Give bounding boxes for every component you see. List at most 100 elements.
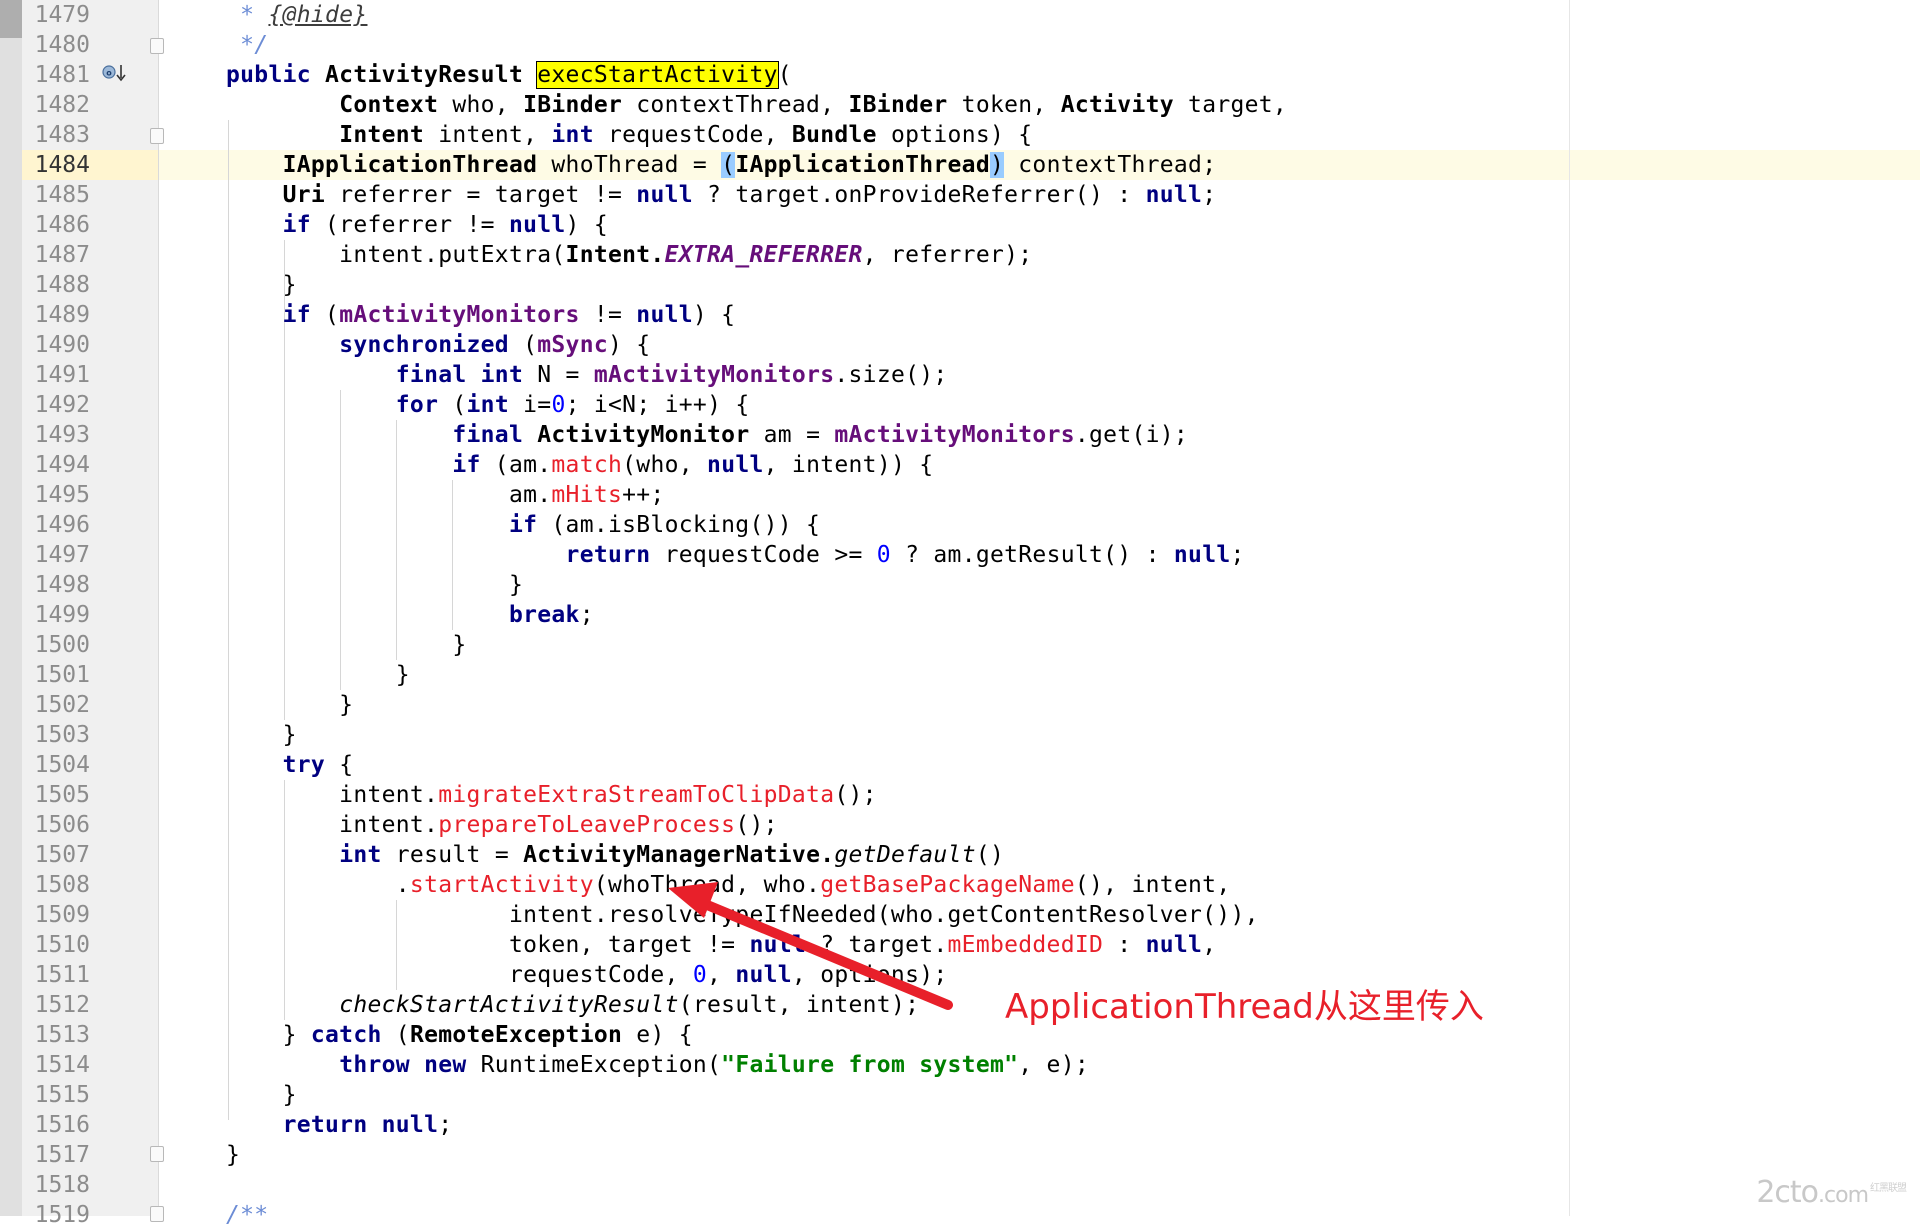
fold-marker-1517[interactable] <box>150 1146 164 1162</box>
code-line[interactable]: } <box>226 570 1287 600</box>
line-number[interactable]: 1486 <box>34 212 90 238</box>
fold-marker-1480[interactable] <box>150 38 164 54</box>
code-line[interactable] <box>226 1170 1287 1200</box>
code-line[interactable]: break; <box>226 600 1287 630</box>
line-number[interactable]: 1494 <box>34 452 90 478</box>
code-line[interactable]: try { <box>226 750 1287 780</box>
fold-marker-1483[interactable] <box>150 128 164 144</box>
fold-marker-1519[interactable] <box>150 1206 164 1222</box>
code-line[interactable]: am.mHits++; <box>226 480 1287 510</box>
code-token: if <box>452 452 481 478</box>
line-number[interactable]: 1503 <box>34 722 90 748</box>
code-token <box>226 362 396 388</box>
line-number[interactable]: 1482 <box>34 92 90 118</box>
code-line[interactable]: IApplicationThread whoThread = (IApplica… <box>226 150 1287 180</box>
code-line[interactable]: Intent intent, int requestCode, Bundle o… <box>226 120 1287 150</box>
code-line[interactable]: Uri referrer = target != null ? target.o… <box>226 180 1287 210</box>
code-token: throw new <box>339 1052 467 1078</box>
code-line[interactable]: } <box>226 1080 1287 1110</box>
code-line[interactable]: Context who, IBinder contextThread, IBin… <box>226 90 1287 120</box>
line-number[interactable]: 1516 <box>34 1112 90 1138</box>
code-line[interactable]: return requestCode >= 0 ? am.getResult()… <box>226 540 1287 570</box>
line-number[interactable]: 1493 <box>34 422 90 448</box>
code-line[interactable]: return null; <box>226 1110 1287 1140</box>
line-number[interactable]: 1505 <box>34 782 90 808</box>
code-token: null <box>636 302 693 328</box>
code-line[interactable]: for (int i=0; i<N; i++) { <box>226 390 1287 420</box>
line-number[interactable]: 1481 <box>34 62 90 88</box>
line-number[interactable]: 1504 <box>34 752 90 778</box>
code-line[interactable]: */ <box>226 30 1287 60</box>
line-number[interactable]: 1479 <box>34 2 90 28</box>
code-line[interactable]: intent.putExtra(Intent.EXTRA_REFERRER, r… <box>226 240 1287 270</box>
line-number[interactable]: 1484 <box>34 152 90 178</box>
code-line[interactable]: } catch (RemoteException e) { <box>226 1020 1287 1050</box>
code-line[interactable]: } <box>226 630 1287 660</box>
code-line[interactable]: intent.prepareToLeaveProcess(); <box>226 810 1287 840</box>
code-token: token, <box>947 92 1061 118</box>
code-line[interactable]: final ActivityMonitor am = mActivityMoni… <box>226 420 1287 450</box>
code-line[interactable]: } <box>226 720 1287 750</box>
line-number[interactable]: 1508 <box>34 872 90 898</box>
override-method-icon[interactable]: o <box>101 63 127 85</box>
tool-strip-tab[interactable] <box>0 0 22 38</box>
code-line[interactable]: intent.migrateExtraStreamToClipData(); <box>226 780 1287 810</box>
code-line[interactable]: } <box>226 270 1287 300</box>
code-token: , intent)) { <box>763 452 934 478</box>
line-number[interactable]: 1507 <box>34 842 90 868</box>
code-token: Intent <box>339 122 425 148</box>
code-line[interactable]: if (mActivityMonitors != null) { <box>226 300 1287 330</box>
code-line[interactable]: int result = ActivityManagerNative.getDe… <box>226 840 1287 870</box>
code-token: } <box>226 1082 297 1108</box>
line-number[interactable]: 1499 <box>34 602 90 628</box>
line-number[interactable]: 1495 <box>34 482 90 508</box>
line-number[interactable]: 1515 <box>34 1082 90 1108</box>
line-number[interactable]: 1485 <box>34 182 90 208</box>
code-line[interactable]: /** <box>226 1200 1287 1230</box>
code-line[interactable]: if (referrer != null) { <box>226 210 1287 240</box>
line-number[interactable]: 1491 <box>34 362 90 388</box>
line-number[interactable]: 1511 <box>34 962 90 988</box>
line-number[interactable]: 1506 <box>34 812 90 838</box>
line-number[interactable]: 1498 <box>34 572 90 598</box>
annotation-label: ApplicationThread从这里传入 <box>1005 987 1484 1027</box>
line-number[interactable]: 1514 <box>34 1052 90 1078</box>
code-area[interactable]: * {@hide} */public ActivityResult execSt… <box>226 0 1287 1230</box>
code-token: , e); <box>1018 1052 1090 1078</box>
line-number[interactable]: 1496 <box>34 512 90 538</box>
code-line[interactable]: } <box>226 660 1287 690</box>
code-token: 0 <box>692 962 708 988</box>
code-line[interactable]: token, target != null ? target.mEmbedded… <box>226 930 1287 960</box>
line-number[interactable]: 1487 <box>34 242 90 268</box>
code-line[interactable]: intent.resolveTypeIfNeeded(who.getConten… <box>226 900 1287 930</box>
code-line[interactable]: } <box>226 690 1287 720</box>
line-number[interactable]: 1510 <box>34 932 90 958</box>
line-number[interactable]: 1492 <box>34 392 90 418</box>
code-line[interactable]: * {@hide} <box>226 0 1287 30</box>
code-line[interactable]: public ActivityResult execStartActivity( <box>226 60 1287 90</box>
indent-guide <box>228 120 229 1120</box>
code-line[interactable]: if (am.match(who, null, intent)) { <box>226 450 1287 480</box>
line-number[interactable]: 1500 <box>34 632 90 658</box>
line-number[interactable]: 1488 <box>34 272 90 298</box>
line-number[interactable]: 1490 <box>34 332 90 358</box>
line-number[interactable]: 1489 <box>34 302 90 328</box>
line-number[interactable]: 1517 <box>34 1142 90 1168</box>
code-line[interactable]: final int N = mActivityMonitors.size(); <box>226 360 1287 390</box>
line-number[interactable]: 1513 <box>34 1022 90 1048</box>
line-number[interactable]: 1502 <box>34 692 90 718</box>
code-line[interactable]: if (am.isBlocking()) { <box>226 510 1287 540</box>
line-number[interactable]: 1519 <box>34 1202 90 1228</box>
line-number[interactable]: 1483 <box>34 122 90 148</box>
line-number[interactable]: 1512 <box>34 992 90 1018</box>
code-line[interactable]: } <box>226 1140 1287 1170</box>
line-number[interactable]: 1509 <box>34 902 90 928</box>
code-token: return null <box>282 1112 439 1138</box>
line-number[interactable]: 1518 <box>34 1172 90 1198</box>
code-line[interactable]: .startActivity(whoThread, who.getBasePac… <box>226 870 1287 900</box>
code-line[interactable]: throw new RuntimeException("Failure from… <box>226 1050 1287 1080</box>
line-number[interactable]: 1497 <box>34 542 90 568</box>
code-line[interactable]: synchronized (mSync) { <box>226 330 1287 360</box>
line-number[interactable]: 1501 <box>34 662 90 688</box>
line-number[interactable]: 1480 <box>34 32 90 58</box>
